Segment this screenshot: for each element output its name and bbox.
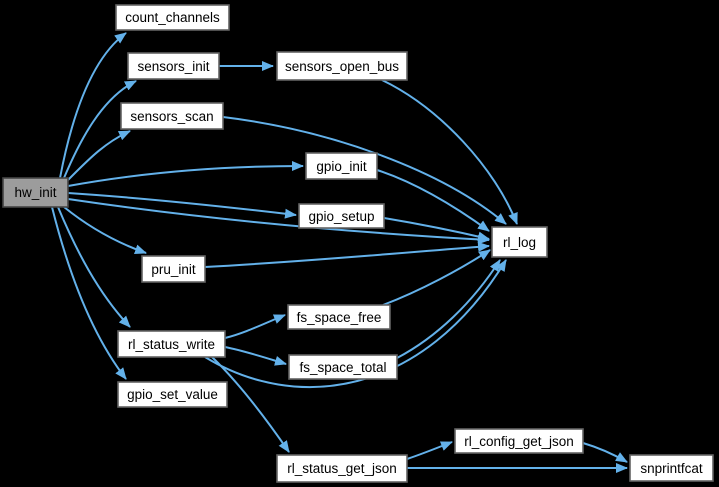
node-sensors-init[interactable]: sensors_init xyxy=(127,52,220,80)
node-rl-status-get-json[interactable]: rl_status_get_json xyxy=(276,454,408,483)
node-fs-space-free-label: fs_space_free xyxy=(297,310,382,325)
node-fs-space-free-box[interactable] xyxy=(287,304,391,330)
node-rl-status-get-json-label: rl_status_get_json xyxy=(287,461,397,476)
node-rl-config-get-json[interactable]: rl_config_get_json xyxy=(454,428,584,454)
edges-layer xyxy=(51,32,628,473)
edge-hw_init-rl_status_write xyxy=(57,206,131,328)
node-count-channels-label: count_channels xyxy=(125,10,220,25)
node-sensors-scan-label: sensors_scan xyxy=(130,109,213,124)
node-snprintfcat-label: snprintfcat xyxy=(640,461,703,476)
edge-rl_status_write-rl_log xyxy=(204,259,507,389)
node-rl-config-get-json-label: rl_config_get_json xyxy=(464,434,574,449)
node-pru-init[interactable]: pru_init xyxy=(141,255,206,283)
edge-gpio_init-rl_log xyxy=(376,169,490,232)
edge-hw_init-pru_init xyxy=(63,206,147,255)
node-gpio-setup-box[interactable] xyxy=(298,203,385,229)
edge-sensors_scan-rl_log xyxy=(222,116,507,225)
edge-hw_init-sensors_scan xyxy=(67,130,131,181)
edge-hw_init-gpio_init xyxy=(67,161,304,187)
node-sensors-open-bus-label: sensors_open_bus xyxy=(285,59,399,74)
node-gpio-init[interactable]: gpio_init xyxy=(305,152,378,180)
node-fs-space-free[interactable]: fs_space_free xyxy=(287,304,391,330)
edge-rl_config_get_json-snprintfcat xyxy=(582,442,628,463)
node-gpio-set-value-label: gpio_set_value xyxy=(127,387,218,402)
node-rl-log-label: rl_log xyxy=(503,235,536,250)
node-gpio-init-label: gpio_init xyxy=(316,159,367,174)
edge-rl_status_write-fs_space_free xyxy=(224,314,286,339)
edge-hw_init-rl_log xyxy=(67,198,490,245)
node-pru-init-label: pru_init xyxy=(151,262,196,277)
edge-rl_status_get_json-rl_config_get_json xyxy=(406,441,453,460)
edge-gpio_setup-rl_log xyxy=(383,217,490,242)
node-sensors-init-box[interactable] xyxy=(127,52,220,80)
node-count-channels[interactable]: count_channels xyxy=(115,4,230,31)
node-rl-status-write[interactable]: rl_status_write xyxy=(117,330,226,358)
node-rl-config-get-json-box[interactable] xyxy=(454,428,584,454)
nodes-layer: hw_init count_channels sensors_init sens… xyxy=(2,4,714,483)
node-gpio-setup[interactable]: gpio_setup xyxy=(298,203,385,229)
node-fs-space-total[interactable]: fs_space_total xyxy=(288,354,398,380)
node-fs-space-total-label: fs_space_total xyxy=(299,360,386,375)
edge-hw_init-count_channels xyxy=(59,32,127,179)
edge-rl_status_write-fs_space_total xyxy=(224,346,287,366)
node-fs-space-total-box[interactable] xyxy=(288,354,398,380)
edge-rl_status_write-rl_status_get_json xyxy=(211,356,290,453)
node-count-channels-box[interactable] xyxy=(115,4,230,31)
edge-pru_init-rl_log xyxy=(204,241,490,268)
node-pru-init-box[interactable] xyxy=(141,255,206,283)
node-gpio-set-value-box[interactable] xyxy=(117,381,228,408)
edge-sensors_open_bus-rl_log xyxy=(381,79,518,225)
node-hw-init-box xyxy=(2,177,69,208)
edge-fs_space_free-rl_log xyxy=(382,249,491,306)
node-snprintfcat[interactable]: snprintfcat xyxy=(629,454,714,482)
node-hw-init: hw_init xyxy=(2,177,69,208)
node-sensors-scan[interactable]: sensors_scan xyxy=(120,102,224,130)
edge-hw_init-sensors_init xyxy=(63,80,137,179)
node-rl-log[interactable]: rl_log xyxy=(491,226,548,258)
node-rl-log-box[interactable] xyxy=(491,226,548,258)
edge-hw_init-gpio_setup xyxy=(67,192,297,219)
node-sensors-open-bus-box[interactable] xyxy=(276,51,408,81)
node-gpio-setup-label: gpio_setup xyxy=(308,209,374,224)
node-rl-status-get-json-box[interactable] xyxy=(276,454,408,483)
node-gpio-init-box[interactable] xyxy=(305,152,378,180)
node-snprintfcat-box[interactable] xyxy=(629,454,714,482)
node-sensors-init-label: sensors_init xyxy=(137,59,209,74)
node-rl-status-write-box[interactable] xyxy=(117,330,226,358)
edge-fs_space_total-rl_log xyxy=(396,259,501,359)
node-hw-init-label: hw_init xyxy=(14,185,56,200)
edge-hw_init-gpio_set_value xyxy=(51,206,127,380)
node-gpio-set-value[interactable]: gpio_set_value xyxy=(117,381,228,408)
node-sensors-scan-box[interactable] xyxy=(120,102,224,130)
node-rl-status-write-label: rl_status_write xyxy=(128,337,215,352)
node-sensors-open-bus[interactable]: sensors_open_bus xyxy=(276,51,408,81)
